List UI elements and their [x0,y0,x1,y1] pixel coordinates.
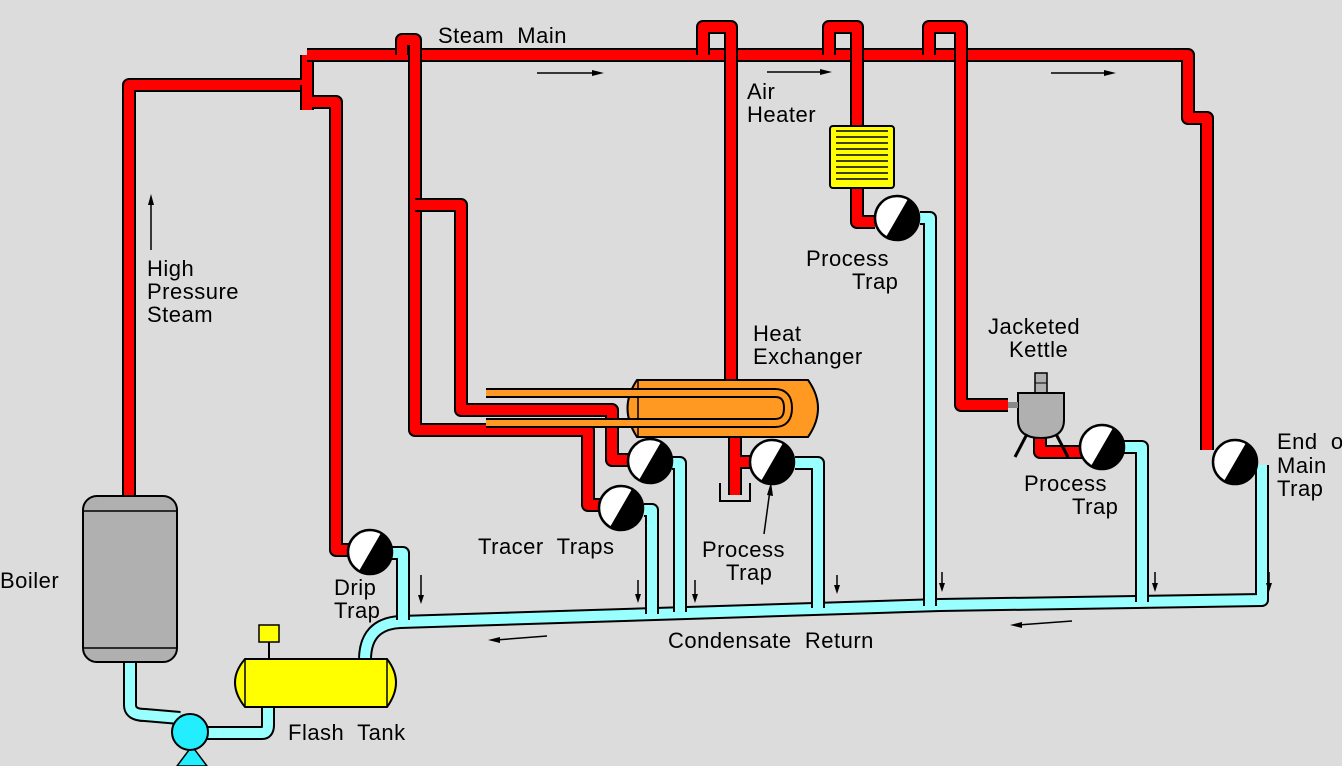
label-tracer-traps: Tracer Traps [478,534,615,559]
kettle-leg [1054,433,1070,458]
label-end-of-main-trap: Trap [1277,476,1323,501]
flow-arrow-down-icon [1266,572,1272,592]
label-steam-main: Steam Main [438,23,567,48]
label-high-pressure-steam: Steam [147,302,213,327]
pump[interactable] [171,713,209,766]
steam-traps [346,194,1259,576]
label-drip-trap: Trap [334,598,380,623]
label-hx-process-trap: Trap [726,560,772,585]
tracer-trap-icon[interactable] [626,437,674,485]
boiler[interactable] [82,495,178,663]
trap-dark-half [610,488,643,530]
tracer-trap-icon[interactable] [597,484,645,532]
label-jacketed-kettle: Jacketed [988,314,1080,339]
flash-tank-valve-icon [258,624,280,643]
air-heater[interactable] [829,125,895,189]
flow-arrow-up-icon [148,194,154,250]
flow-arrows [148,69,1272,643]
label-high-pressure-steam: Pressure [147,279,239,304]
label-hx-process-trap: Process [702,537,785,562]
pump-stand [176,744,208,766]
trap-dark-half [1091,427,1124,469]
kettle-body[interactable] [1017,392,1065,440]
trap-dark-half [886,198,919,240]
jacketed-kettle[interactable] [1008,372,1070,458]
label-air-heater: Air [747,79,775,104]
flow-arrow-down-icon [692,580,698,603]
kettle-process-trap-icon[interactable] [1078,423,1126,471]
drip-trap-icon[interactable] [346,528,394,576]
pointer-arrow-icon [763,482,773,535]
label-heat-exchanger: Exchanger [753,344,863,369]
label-air-process-trap: Trap [852,269,898,294]
flow-arrow-down-icon [834,575,840,594]
label-flash-tank: Flash Tank [288,720,406,745]
flow-arrow-down-icon [635,580,641,603]
label-high-pressure-steam: High [147,256,194,281]
tracer-branch-pipe [395,33,600,512]
flow-arrow-right-icon [1051,70,1116,76]
boiler-body[interactable] [82,495,178,663]
label-condensate-return: Condensate Return [668,628,874,653]
flow-arrow-right-icon [767,69,832,75]
label-kettle-process-trap: Trap [1072,494,1118,519]
flow-arrow-down-icon [1152,572,1158,592]
label-kettle-process-trap: Process [1024,471,1107,496]
end-of-main-trap-icon[interactable] [1211,438,1259,486]
trap-dark-half [359,532,392,574]
condensate-piping [123,211,1269,740]
label-end-of-main-trap: End o [1277,429,1342,454]
flow-arrow-left-icon [1010,620,1073,628]
label-drip-trap: Drip [334,575,376,600]
flow-arrow-left-icon [488,635,548,643]
label-boiler: Boiler [0,568,59,593]
kettle-leg [1013,433,1029,458]
label-air-heater: Heater [747,102,816,127]
labels: Steam Main Air Heater High Pressure Stea… [0,23,1342,745]
heat-exchanger-drain-well [719,483,751,502]
hx-process-trap-icon[interactable] [748,438,796,486]
pump-body-icon[interactable] [171,713,209,751]
flash-tank[interactable] [234,624,397,708]
label-air-process-trap: Process [806,246,889,271]
steam-piping [122,20,1214,557]
label-jacketed-kettle: Kettle [1009,337,1068,362]
flow-arrow-right-icon [537,70,604,76]
air-heater-process-trap-icon[interactable] [873,194,921,242]
flow-arrow-down-icon [939,572,945,592]
kettle-branch-pipe [922,20,1008,412]
label-end-of-main-trap: Main [1277,453,1327,478]
trap-dark-half [761,442,794,484]
flash-tank-body[interactable] [234,658,397,708]
heat-exchanger[interactable] [486,379,819,502]
trap-dark-half [1224,442,1257,484]
trap-dark-half [639,441,673,483]
flow-arrow-down-icon [418,575,424,604]
label-heat-exchanger: Heat [753,321,801,346]
drip-branch-pipe [300,85,350,557]
